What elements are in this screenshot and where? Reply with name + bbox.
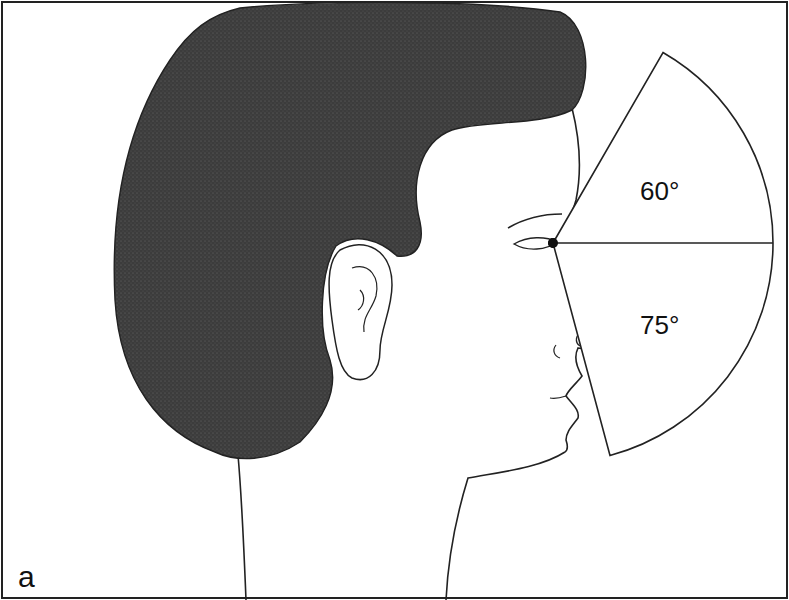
angle-label: 60° [640,178,679,204]
eye-outline [514,238,558,249]
angle-label: 75° [640,312,679,338]
neck-back-line [238,455,246,600]
cheek-line [554,345,560,358]
eye-pupil [548,238,558,248]
ear-inner [352,267,377,332]
hair [114,2,586,458]
visual-field-sector [553,53,773,456]
jaw-neck-line [446,452,565,600]
panel-letter: a [18,562,35,592]
eye-vertex [548,238,558,248]
mouth-line [550,396,566,398]
horizontal-sight-line [553,242,773,244]
eyebrow [508,214,562,228]
ear-outline [329,245,392,380]
